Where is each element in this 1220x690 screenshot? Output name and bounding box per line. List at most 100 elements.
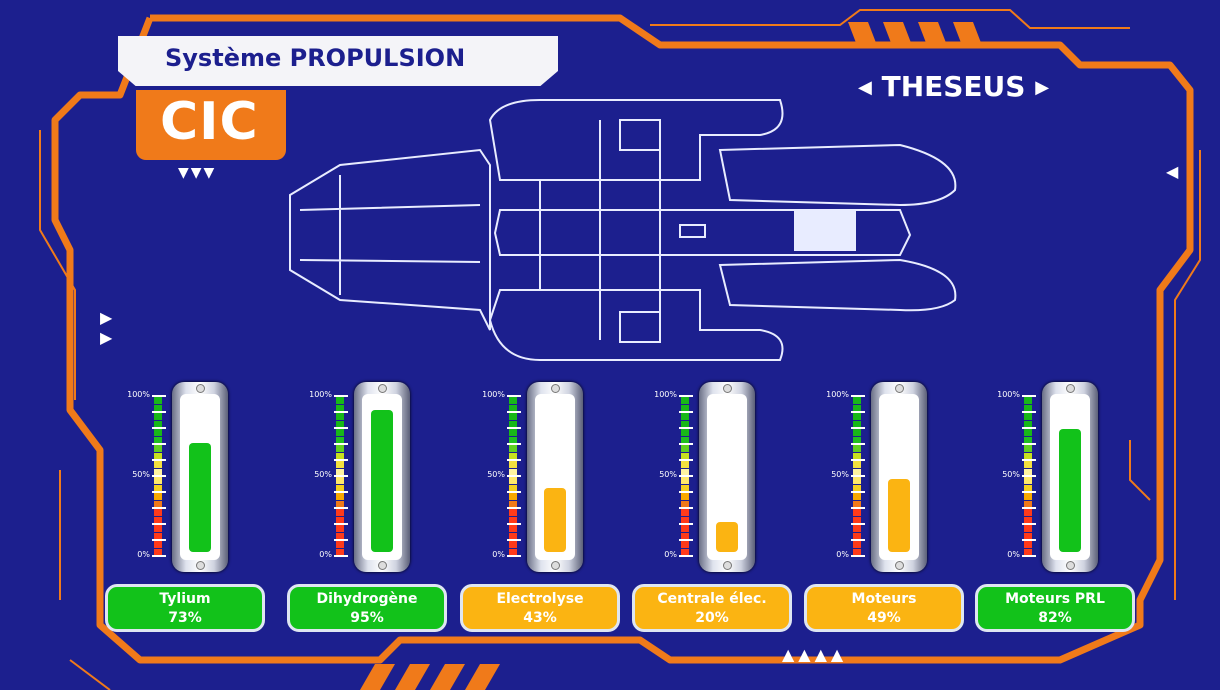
scale-tick: [851, 555, 865, 557]
scale-segment: [1024, 509, 1032, 516]
bolt-icon: [723, 561, 732, 570]
scale-tick: [851, 475, 865, 477]
scale-segment: [154, 533, 162, 540]
prev-ship-icon[interactable]: ◀: [858, 77, 872, 98]
gauge-fill: [1059, 429, 1081, 552]
scale-label-bottom: 0%: [836, 550, 849, 559]
scale-tick: [679, 523, 693, 525]
scale-segment: [509, 421, 517, 428]
scale-segment: [336, 445, 344, 452]
scale-tick: [152, 443, 166, 445]
scale-segment: [509, 413, 517, 420]
scale-tick: [152, 555, 166, 557]
gauge-label-button[interactable]: Electrolyse 43%: [460, 584, 620, 632]
scale-tick: [1022, 459, 1036, 461]
bolt-icon: [196, 384, 205, 393]
scale-tick: [1022, 523, 1036, 525]
scale-tick: [1022, 427, 1036, 429]
scale-tick: [334, 411, 348, 413]
scale-tick: [507, 411, 521, 413]
scale-segment: [336, 541, 344, 548]
scale-label-bottom: 0%: [492, 550, 505, 559]
scale-label-mid: 50%: [132, 470, 150, 479]
gauge-track: [180, 394, 220, 560]
scale-tick: [851, 459, 865, 461]
scale-segment: [154, 501, 162, 508]
scale-segment: [681, 541, 689, 548]
scale-segment: [1024, 405, 1032, 412]
scale-segment: [336, 469, 344, 476]
gauge-label-button[interactable]: Centrale élec. 20%: [632, 584, 792, 632]
scale-tick: [152, 475, 166, 477]
scale-segment: [336, 461, 344, 468]
scale-segment: [853, 501, 861, 508]
gauge-percent: 49%: [867, 610, 901, 626]
gauge-percent: 43%: [523, 610, 557, 626]
scale-segment: [336, 533, 344, 540]
scale-segment: [1024, 429, 1032, 436]
bolt-icon: [378, 561, 387, 570]
gauge-label-button[interactable]: Dihydrogène 95%: [287, 584, 447, 632]
scale-segment: [853, 517, 861, 524]
scale-tick: [334, 443, 348, 445]
scale-tick: [507, 395, 521, 397]
scale-segment: [509, 509, 517, 516]
collapse-arrow-icon[interactable]: ◀: [1166, 162, 1179, 181]
bolt-icon: [551, 561, 560, 570]
scale-segment: [336, 477, 344, 484]
scale-segment: [853, 493, 861, 500]
scale-segment: [681, 533, 689, 540]
gauge-fill: [544, 487, 566, 552]
scale-label-top: 100%: [654, 390, 677, 399]
scale-segment: [509, 405, 517, 412]
scale-segment: [853, 549, 861, 556]
scale-tick: [851, 491, 865, 493]
scale-segment: [336, 413, 344, 420]
scale-tick: [334, 555, 348, 557]
gauge-percent: 73%: [168, 610, 202, 626]
gauge-label-button[interactable]: Tylium 73%: [105, 584, 265, 632]
scale-segment: [681, 461, 689, 468]
scale-segment: [336, 397, 344, 404]
scale-segment: [154, 477, 162, 484]
scale-segment: [154, 549, 162, 556]
scale-tick: [1022, 395, 1036, 397]
scale-tick: [1022, 443, 1036, 445]
scale-segment: [853, 477, 861, 484]
bolt-icon: [1066, 561, 1075, 570]
scale-segment: [681, 437, 689, 444]
scale-segment: [853, 509, 861, 516]
scale-tick: [152, 491, 166, 493]
scale-segment: [336, 501, 344, 508]
scale-label-mid: 50%: [831, 470, 849, 479]
gauge-track: [879, 394, 919, 560]
scale-segment: [154, 429, 162, 436]
ship-name: THESEUS: [881, 70, 1026, 103]
scale-segment: [154, 453, 162, 460]
scale-segment: [681, 445, 689, 452]
scale-segment: [681, 477, 689, 484]
gauge-percent: 95%: [350, 610, 384, 626]
gauge-name: Centrale élec.: [657, 591, 767, 607]
scale-segment: [336, 429, 344, 436]
next-ship-icon[interactable]: ▶: [1035, 77, 1050, 98]
scale-segment: [1024, 453, 1032, 460]
scale-segment: [336, 493, 344, 500]
scale-segment: [1024, 421, 1032, 428]
scale-segment: [336, 421, 344, 428]
gauge-1: 100% 50% 0% Dihydrogène 95%: [282, 378, 462, 640]
gauge-label-button[interactable]: Moteurs PRL 82%: [975, 584, 1135, 632]
scale-tick: [507, 491, 521, 493]
scale-tick: [152, 507, 166, 509]
scale-tick: [679, 539, 693, 541]
scale-segment: [853, 405, 861, 412]
gauge-track: [535, 394, 575, 560]
scale-segment: [509, 485, 517, 492]
scale-segment: [853, 453, 861, 460]
scale-segment: [681, 469, 689, 476]
scale-tick: [334, 539, 348, 541]
scale-segment: [1024, 541, 1032, 548]
gauge-label-button[interactable]: Moteurs 49%: [804, 584, 964, 632]
cic-badge: [136, 90, 286, 160]
gauge-name: Tylium: [159, 591, 211, 607]
